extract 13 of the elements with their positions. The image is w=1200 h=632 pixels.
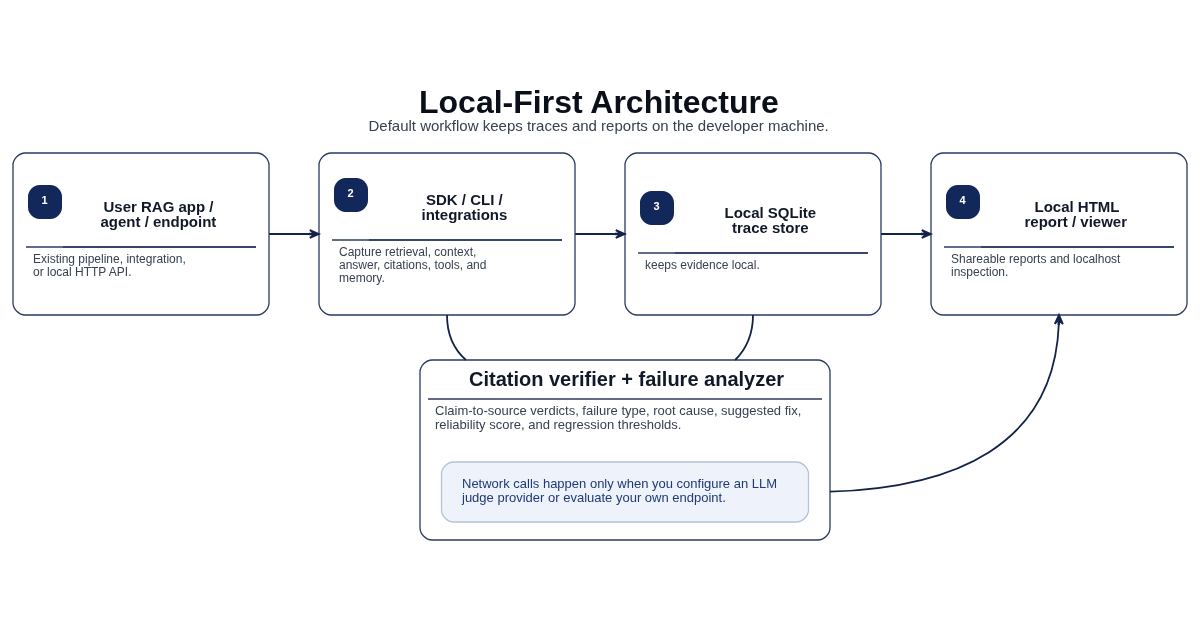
node-box: 1 User RAG app / agent / endpoint Existing pipeline, integration, or local HTTP API. <box>12 152 270 316</box>
caption: Default workflow keeps traces and reports on the developer machine. <box>368 117 829 134</box>
node-box: 4 Local HTML report / viewer Shareable reports and localhost inspection. <box>930 152 1188 316</box>
connector <box>446 314 467 361</box>
node-box: 2 SDK / CLI / integrations Capture retrieval, context, answer, citations, tools, and memory. <box>318 152 576 316</box>
arrow <box>268 229 320 239</box>
node-box: Network calls happen only when you configure an LLM judge provider or evaluate your own endpoint. <box>440 461 810 523</box>
arrow <box>574 229 626 239</box>
node-box: 3 Local SQLite trace store keeps evidence local. <box>624 152 882 316</box>
connector <box>734 314 754 361</box>
diagram-title: Local-First Architecture <box>419 83 779 120</box>
arrow <box>880 229 932 239</box>
arrow <box>829 314 1064 493</box>
